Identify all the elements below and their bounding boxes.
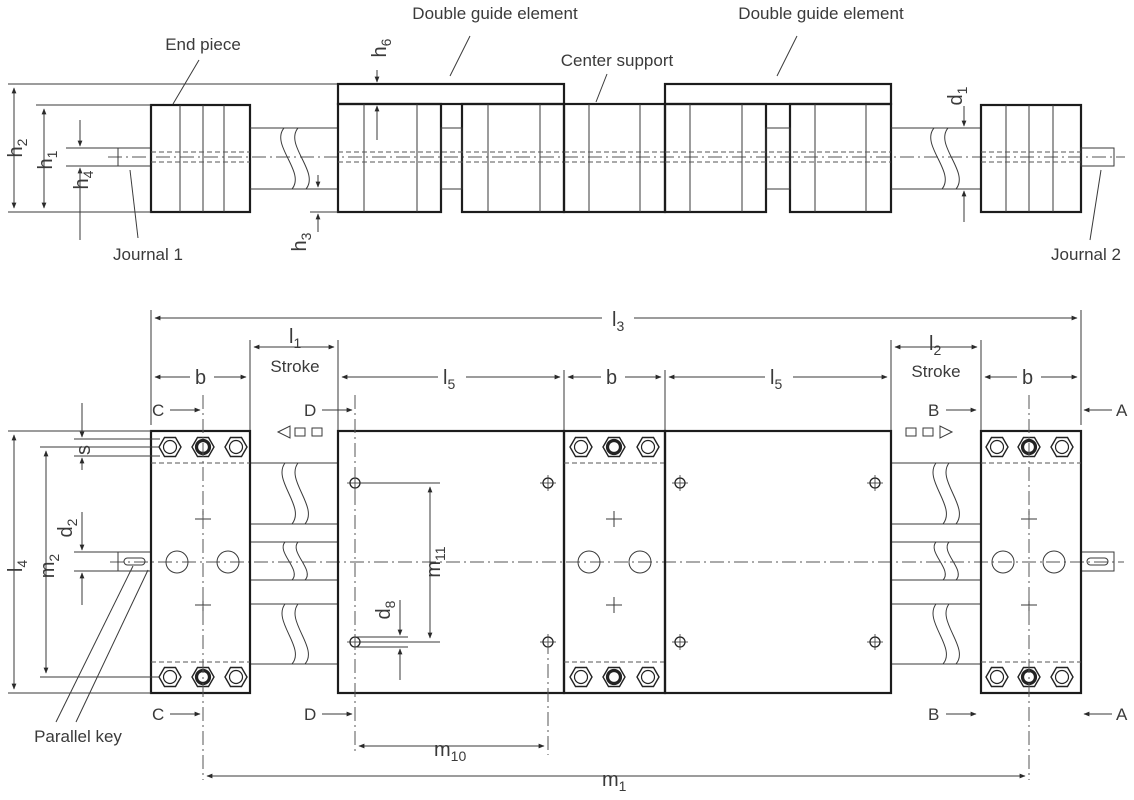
label-center-support: Center support bbox=[561, 51, 674, 70]
dim-h6: h6 bbox=[369, 38, 394, 57]
section-c-top: C bbox=[152, 401, 164, 420]
label-end-piece: End piece bbox=[165, 35, 241, 54]
dim-d1: d1 bbox=[945, 86, 970, 105]
dim-l1: l1 bbox=[289, 326, 301, 351]
dim-l2: l2 bbox=[929, 333, 941, 358]
dim-l5-left: l5 bbox=[443, 367, 455, 392]
dim-m11: m11 bbox=[423, 546, 448, 577]
dim-l4: l4 bbox=[5, 560, 30, 572]
label-stroke-2: Stroke bbox=[911, 362, 960, 381]
label-parallel-key: Parallel key bbox=[34, 727, 122, 746]
dim-m10: m10 bbox=[434, 739, 466, 764]
dim-h3: h3 bbox=[289, 232, 314, 251]
dim-h1: h1 bbox=[35, 150, 60, 169]
label-journal-1: Journal 1 bbox=[113, 245, 183, 264]
dim-b-right: b bbox=[1022, 367, 1033, 389]
section-b-top: B bbox=[928, 401, 939, 420]
dim-d2: d2 bbox=[55, 518, 80, 537]
dim-h2: h2 bbox=[5, 138, 30, 157]
dim-h4: h4 bbox=[71, 170, 96, 189]
label-double-guide-1: Double guide element bbox=[412, 4, 578, 23]
dim-b-left: b bbox=[195, 367, 206, 389]
annotations: Double guide element Double guide elemen… bbox=[5, 4, 1128, 794]
dim-m1: m1 bbox=[602, 769, 627, 794]
section-a-top: A bbox=[1116, 401, 1128, 420]
dim-l3: l3 bbox=[612, 309, 624, 334]
side-view bbox=[8, 35, 1125, 241]
section-a-bottom: A bbox=[1116, 705, 1128, 724]
dim-l5-right: l5 bbox=[770, 367, 782, 392]
section-c-bottom: C bbox=[152, 705, 164, 724]
section-d-bottom: D bbox=[304, 705, 316, 724]
label-double-guide-2: Double guide element bbox=[738, 4, 904, 23]
dim-d8: d8 bbox=[373, 600, 398, 619]
dim-b-center: b bbox=[606, 367, 617, 389]
section-d-top: D bbox=[304, 401, 316, 420]
label-journal-2: Journal 2 bbox=[1051, 245, 1121, 264]
label-stroke-1: Stroke bbox=[270, 357, 319, 376]
section-b-bottom: B bbox=[928, 705, 939, 724]
dim-m2: m2 bbox=[37, 554, 62, 579]
dim-s: s bbox=[73, 445, 95, 455]
